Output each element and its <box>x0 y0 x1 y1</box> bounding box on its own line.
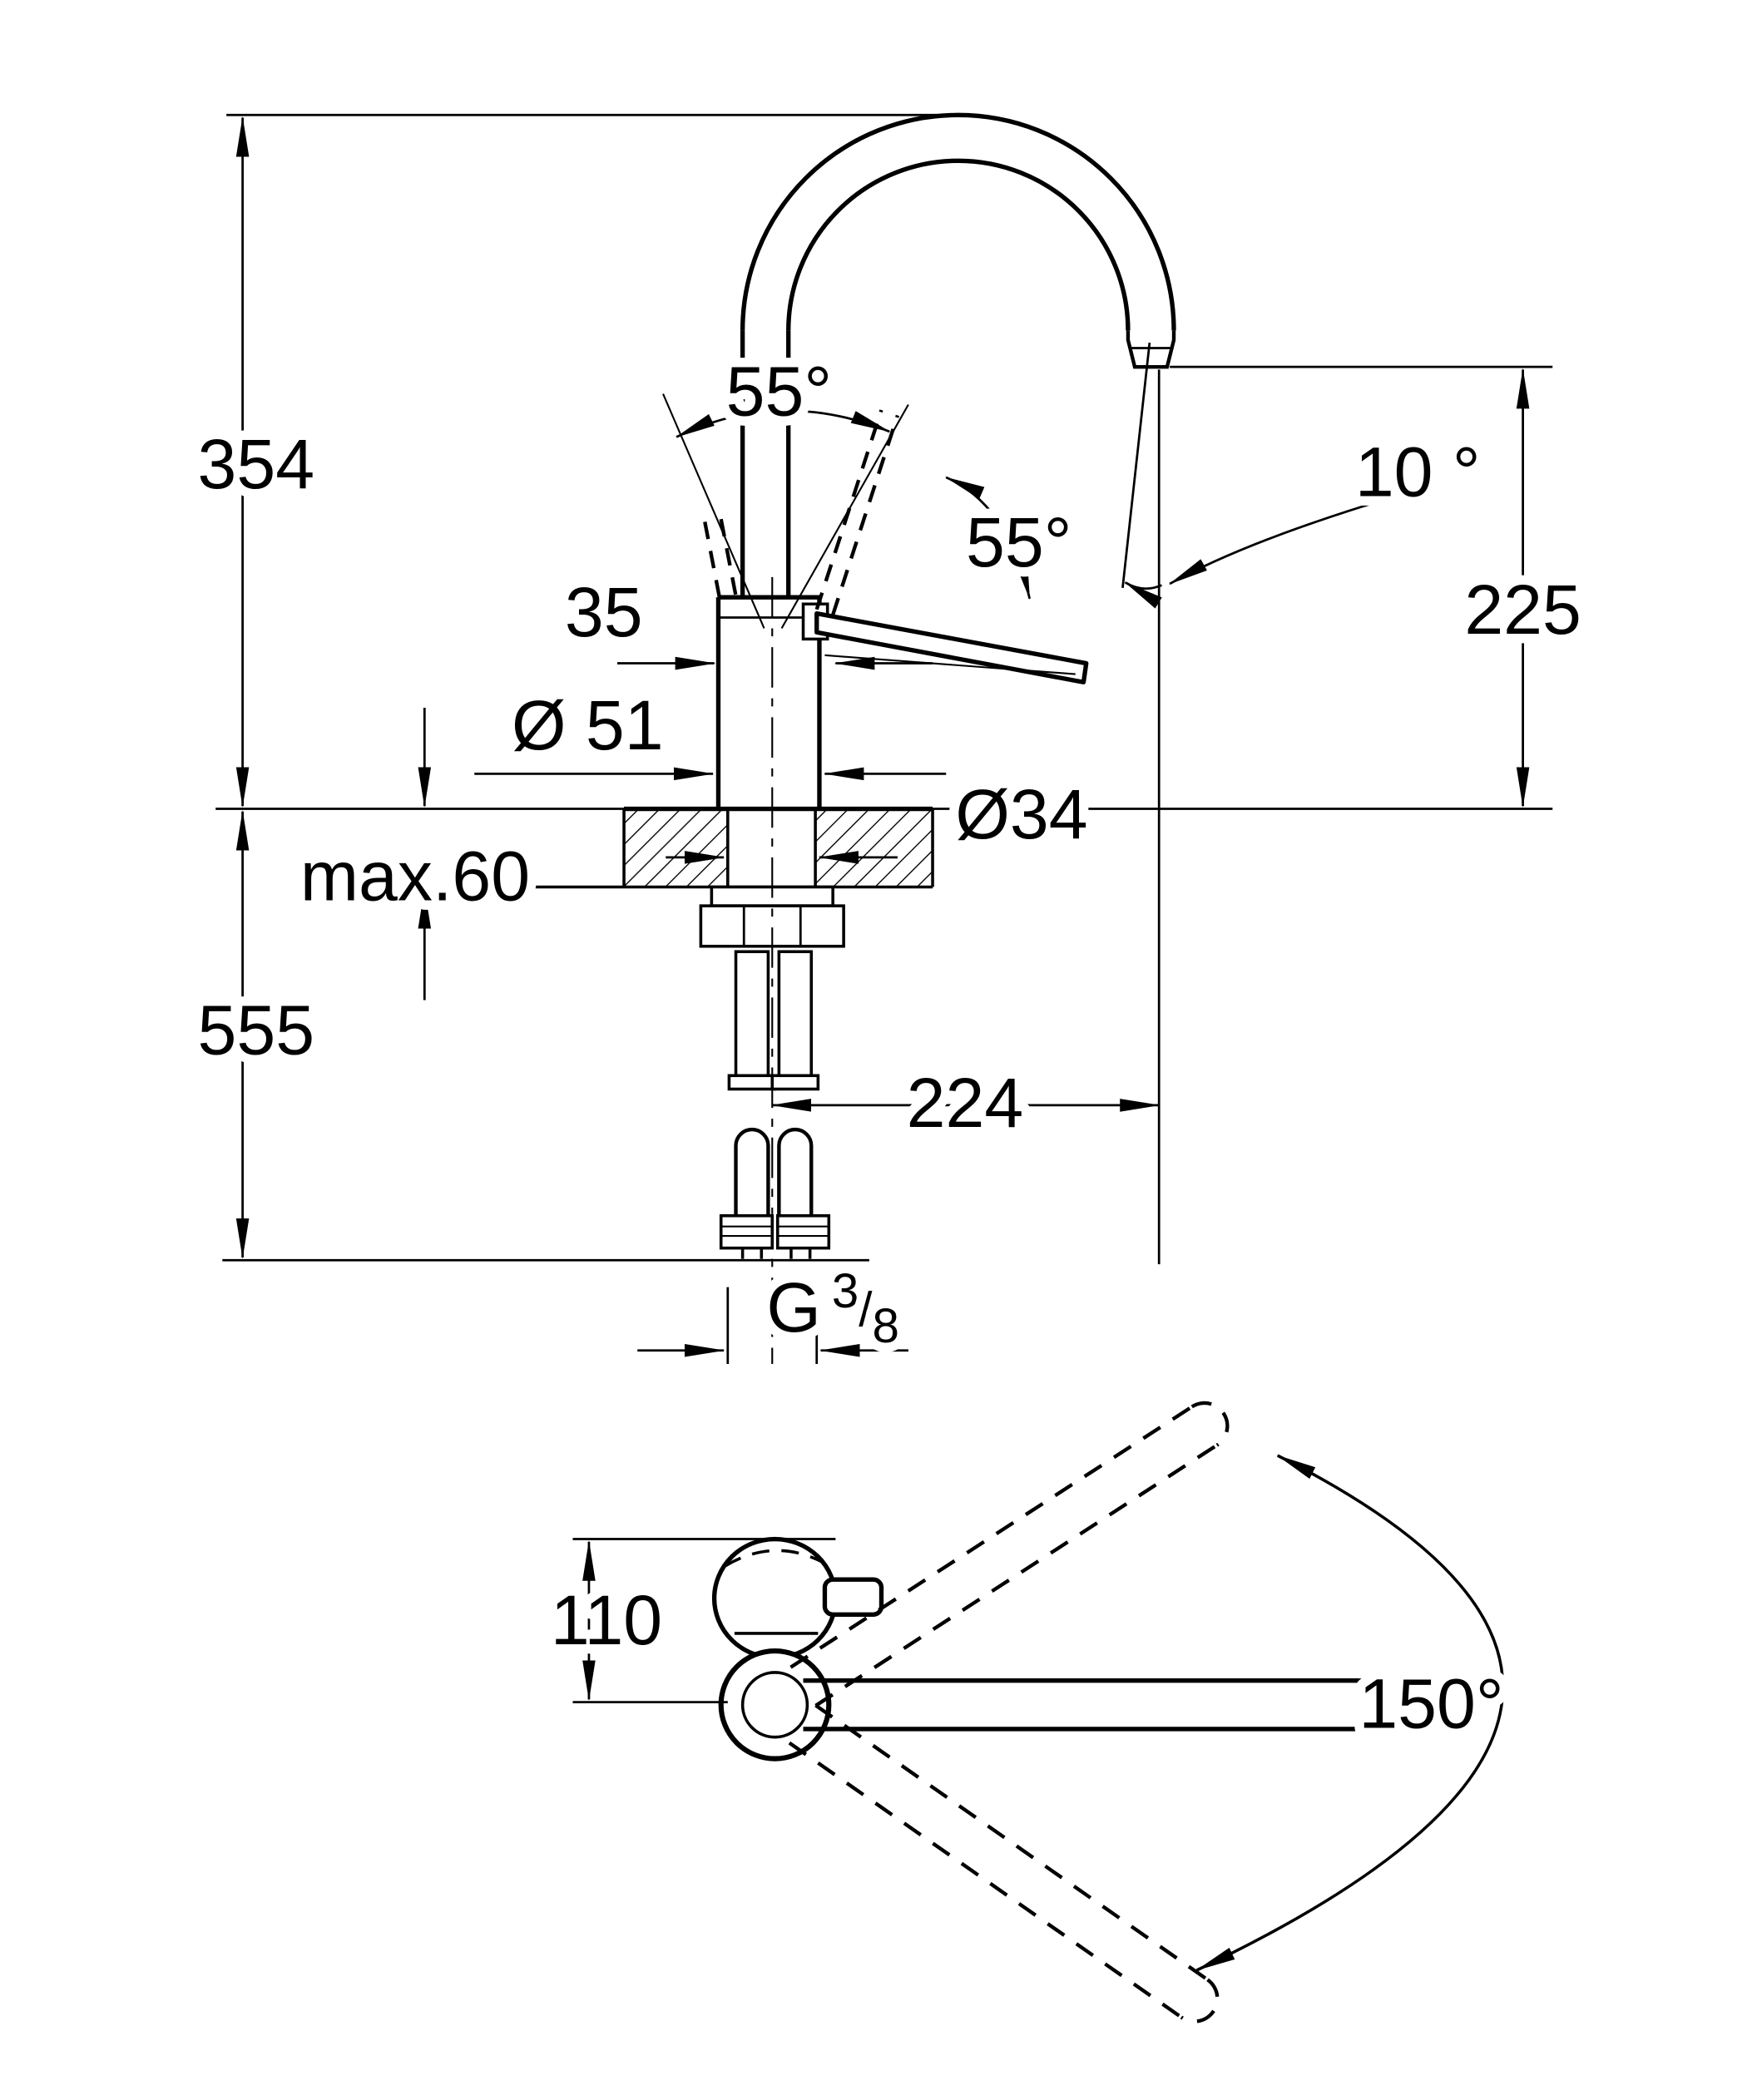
lever-tip-top-view <box>822 1577 884 1617</box>
dim-555: 555 <box>188 810 324 1259</box>
lever-arm <box>814 610 1089 684</box>
swivel-up-edge-1 <box>789 1405 1193 1669</box>
angle55-left-arc <box>675 409 891 438</box>
hidden-edge-dash <box>724 1549 826 1568</box>
lever-swing-dashed <box>703 409 900 615</box>
dim-max60-label: max.60 <box>300 838 530 916</box>
dim-max60: max.60 <box>291 708 539 1001</box>
dim-angle55-left-label: 55° <box>726 352 832 430</box>
body-top-outline <box>711 1536 839 1660</box>
supply-hoses <box>719 1127 831 1259</box>
side-view: 354 555 max.60 35 Ø 51 Ø34 <box>188 112 1591 1364</box>
dim-354: 354 <box>188 116 324 808</box>
top-view: 110 150° <box>542 1401 1513 2023</box>
spout-end-cap <box>1358 1678 1385 1732</box>
threaded-stud-right <box>777 950 814 1078</box>
angle-ref-right <box>780 404 909 629</box>
arc-outer <box>740 112 1176 331</box>
swivel-down-edge-2 <box>788 1741 1183 2019</box>
dim-angle55-right-label: 55° <box>966 503 1071 581</box>
spout-swivel-dashed-up <box>789 1401 1230 1707</box>
swivel-arc <box>1195 1454 1505 1972</box>
swivel-inner-circle <box>740 1671 809 1739</box>
dim-110: 110 <box>542 1538 836 1703</box>
counter-hatch-left <box>624 810 728 887</box>
lever-handle <box>801 602 1089 684</box>
hose-nut-left <box>719 1213 775 1250</box>
dim-angle55-right: 55° <box>944 476 1081 600</box>
spout-arc <box>740 112 1176 598</box>
angle10-arc <box>1124 581 1162 609</box>
stud-cap-left <box>727 1074 777 1091</box>
dim-dia51-label: Ø 51 <box>512 686 664 764</box>
dim-dia51: Ø 51 <box>474 677 947 781</box>
mounting-hardware <box>699 885 845 1091</box>
angle55-right-arc <box>944 476 1032 600</box>
swivel-up-edge-2 <box>814 1443 1218 1707</box>
dim-224-label: 224 <box>907 1064 1024 1142</box>
swivel-up-cap <box>1190 1401 1230 1447</box>
swivel-down-cap <box>1180 1978 1220 2023</box>
dim-354-label: 354 <box>198 425 315 503</box>
dim-150-label: 150° <box>1359 1664 1503 1742</box>
swivel-base-circle <box>718 1648 832 1762</box>
dim-225: 225 <box>1455 368 1591 808</box>
hose-left-top <box>734 1127 770 1146</box>
threaded-stud-left <box>734 950 770 1078</box>
spout-solid <box>803 1678 1385 1732</box>
lever-raised-dash-2 <box>831 414 900 615</box>
spout-swivel-dashed-down <box>788 1703 1220 2023</box>
angle10-leader <box>1168 503 1370 586</box>
hose-nut-right <box>775 1213 831 1250</box>
dim-angle10-label: 10 ° <box>1355 433 1481 511</box>
outlet-axis-line <box>1121 342 1151 588</box>
dim-35: 35 <box>556 564 933 670</box>
dim-dia34-label: Ø34 <box>955 775 1087 853</box>
swivel-body <box>711 1536 884 1762</box>
dim-555-label: 555 <box>198 991 315 1069</box>
hose-right-top <box>777 1127 814 1146</box>
lever-left-dash-1 <box>703 521 723 606</box>
counter-hatch-right <box>815 810 933 887</box>
dim-150: 150° <box>1195 1454 1513 1972</box>
dim-angle10: 10 ° <box>1121 342 1490 609</box>
swivel-down-edge-1 <box>814 1703 1209 1982</box>
arc-inner <box>786 158 1131 331</box>
dim-224: 224 <box>770 1054 1161 1151</box>
extension-lines <box>215 113 1553 1265</box>
dim-110-label: 110 <box>551 1581 662 1659</box>
dim-35-label: 35 <box>565 573 643 651</box>
dim-dia34: Ø34 <box>666 766 1097 864</box>
stud-cap-right <box>770 1074 820 1091</box>
countertop <box>384 806 934 889</box>
dim-225-label: 225 <box>1464 571 1581 649</box>
dim-angle55-left: 55° <box>675 343 891 440</box>
